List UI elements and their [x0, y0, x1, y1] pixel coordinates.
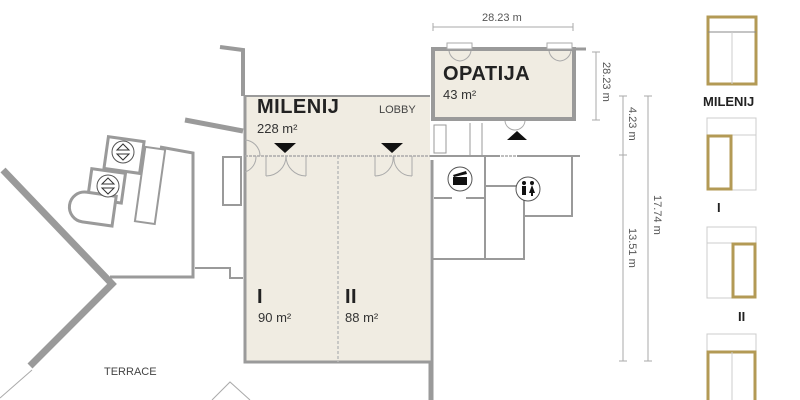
elevator-icon [96, 174, 120, 198]
milenij-title: MILENIJ [257, 96, 340, 118]
terrace-edge [0, 369, 33, 399]
room-ii-title: II [345, 286, 358, 308]
entrance-arrow [274, 143, 296, 153]
legend-thumbnail-milenij [706, 15, 758, 86]
legend-thumbnail-i [706, 117, 757, 191]
wall [195, 267, 243, 279]
milenij-area: 228 m² [257, 121, 298, 136]
dimension-lines [432, 23, 652, 362]
hall-depth-dim: 13.51 m [626, 228, 638, 268]
terrace-label: TERRACE [104, 366, 157, 378]
lobby-label: LOBBY [379, 104, 416, 116]
total-depth-dim: 17.74 m [651, 195, 663, 235]
av-room-icon [447, 166, 473, 192]
room-i-area: 90 m² [258, 310, 292, 325]
service-rooms [430, 123, 580, 260]
restroom-icon [515, 176, 541, 202]
door [244, 139, 413, 177]
room-i-title: I [257, 286, 264, 308]
opatija-width-dim: 28.23 m [482, 12, 522, 24]
legend-label-ii: II [738, 309, 746, 324]
entrance-arrow [381, 143, 403, 153]
wall [222, 156, 242, 206]
opatija-area: 43 m² [443, 87, 477, 102]
wall [184, 117, 244, 134]
terrace-bay [211, 381, 251, 400]
door [446, 42, 573, 131]
opatija-title: OPATIJA [443, 63, 531, 85]
elevator-icon [111, 140, 135, 164]
opatija-depth-dim: 28.23 m [600, 62, 612, 102]
terrace-wall [0, 167, 117, 369]
room-ii-area: 88 m² [345, 310, 379, 325]
legend-label-i: I [717, 200, 721, 215]
legend-label-milenij: MILENIJ [703, 94, 755, 109]
wall [219, 45, 245, 96]
legend-thumbnail-full [706, 333, 757, 400]
wall [110, 145, 195, 279]
legend-thumbnail-ii [706, 226, 757, 299]
entrance-arrow [507, 131, 527, 140]
lobby-depth-dim: 4.23 m [626, 107, 638, 141]
